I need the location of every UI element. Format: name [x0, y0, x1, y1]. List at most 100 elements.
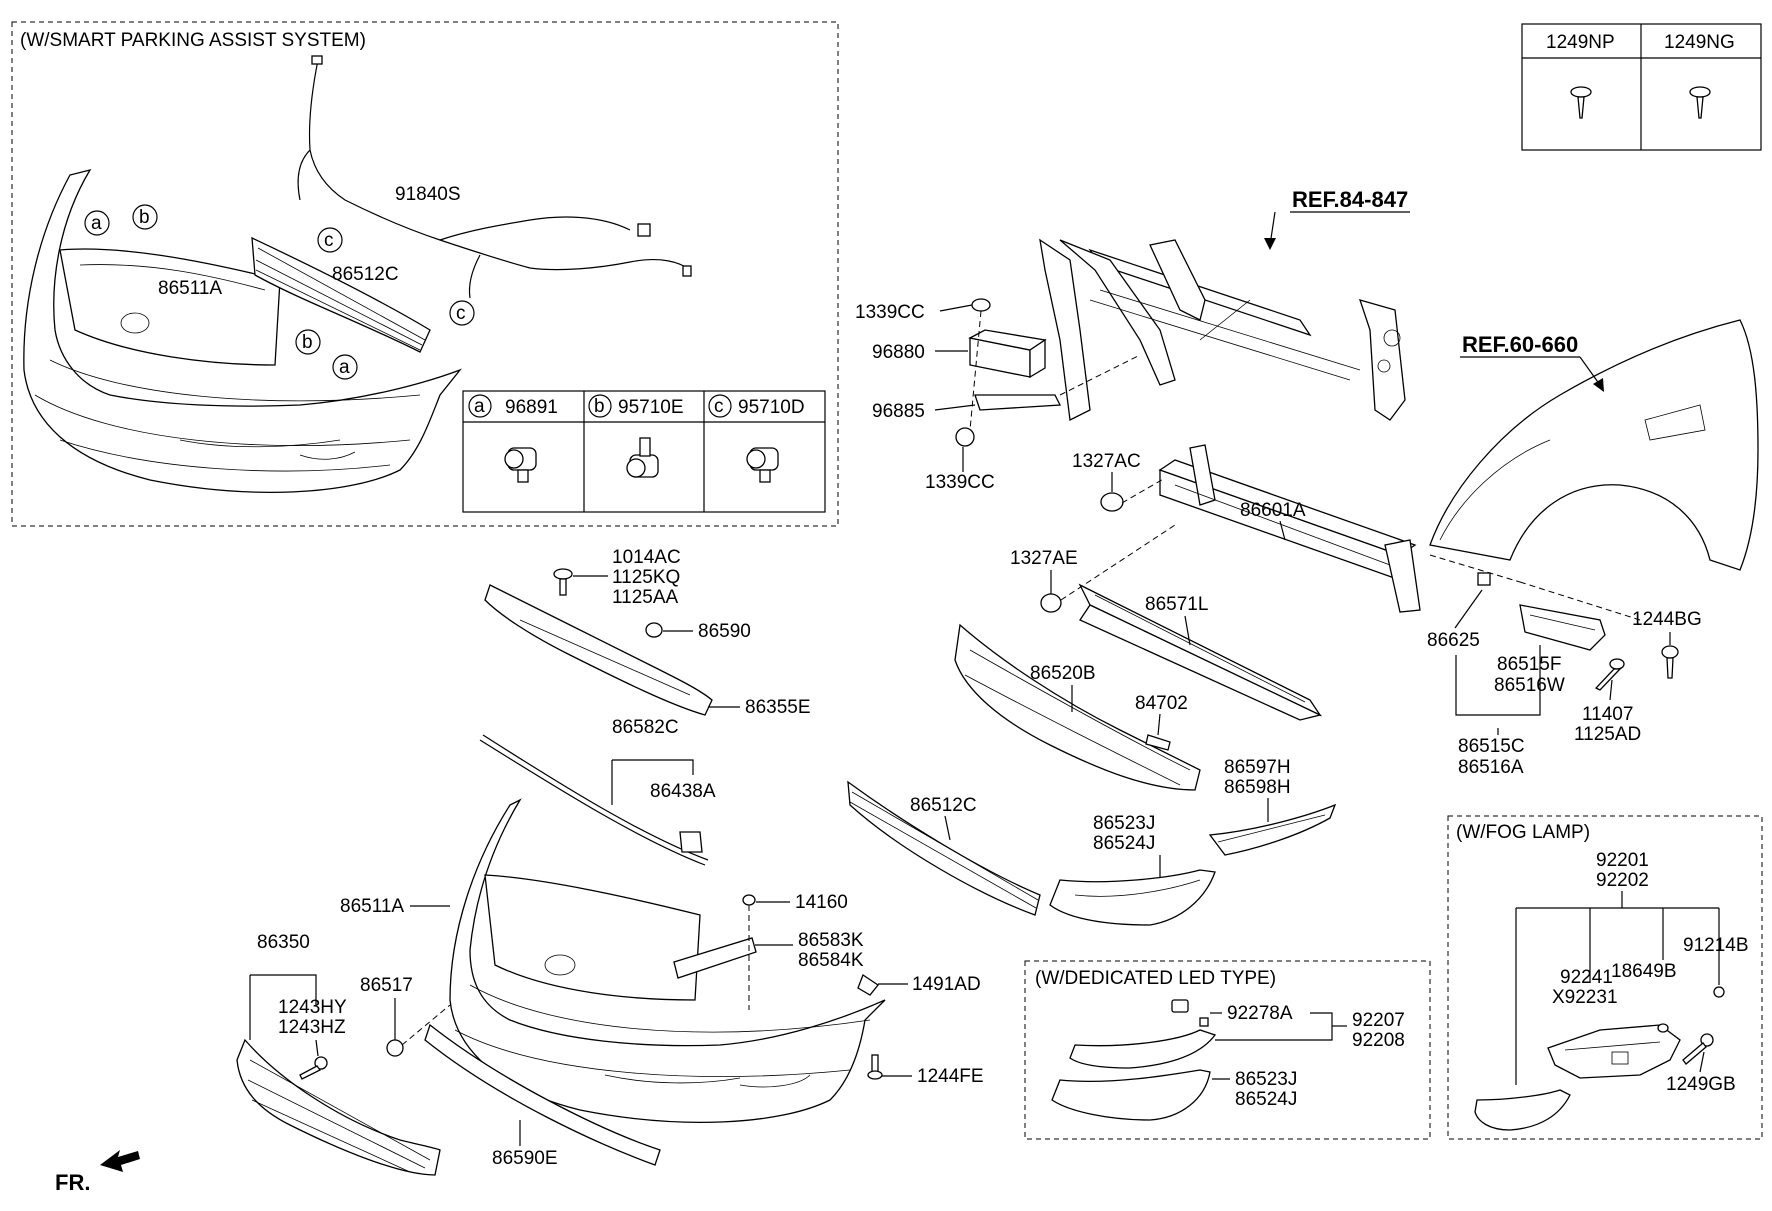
- bolt-1014AC-drawing: [553, 568, 573, 596]
- callout-a-1: a: [84, 210, 110, 236]
- smart-parking-frame: [11, 21, 839, 527]
- svg-text:c: c: [456, 303, 466, 324]
- front-frame-drawing: [1039, 238, 1406, 421]
- label-86523J-led: 86523J: [1235, 1069, 1297, 1090]
- screw-1243HY-drawing: [299, 1056, 328, 1080]
- label-86601A: 86601A: [1240, 500, 1306, 521]
- dedicated-led-title: (W/DEDICATED LED TYPE): [1035, 968, 1276, 989]
- label-1327AC: 1327AC: [1072, 451, 1141, 472]
- svg-text:c: c: [324, 230, 334, 251]
- label-86597H: 86597H: [1224, 757, 1291, 778]
- label-86582C: 86582C: [612, 717, 679, 738]
- label-86512C-main: 86512C: [910, 795, 977, 816]
- led-lamp-drawing: [1051, 999, 1217, 1121]
- ref-84-847: REF.84-847: [1292, 187, 1408, 212]
- label-1125AD: 1125AD: [1574, 724, 1641, 745]
- sensor-icon-b: [626, 437, 659, 478]
- label-1243HZ: 1243HZ: [278, 1017, 346, 1038]
- label-1014AC: 1014AC: [612, 547, 681, 568]
- label-18649B: 18649B: [1611, 961, 1677, 982]
- fog-lamp-title: (W/FOG LAMP): [1456, 822, 1590, 843]
- label-1339CC-bottom: 1339CC: [925, 472, 995, 493]
- label-86590: 86590: [698, 621, 751, 642]
- label-11407: 11407: [1582, 704, 1633, 725]
- label-86571L: 86571L: [1145, 594, 1208, 615]
- smart-parking-title: (W/SMART PARKING ASSIST SYSTEM): [20, 30, 366, 51]
- label-1491AD: 1491AD: [912, 974, 981, 995]
- svg-text:b: b: [302, 332, 313, 353]
- sensor-icon-c: [746, 447, 779, 483]
- label-86520B: 86520B: [1030, 663, 1096, 684]
- bumper-main-drawing: [449, 798, 886, 1123]
- label-92201: 92201: [1596, 850, 1649, 871]
- lamp-trim-86523J-drawing: [1049, 869, 1216, 926]
- label-84702: 84702: [1135, 693, 1188, 714]
- ref-84-847-arrow: [1264, 211, 1410, 250]
- label-1244BG: 1244BG: [1632, 609, 1702, 630]
- side-bracket-drawing: [1519, 604, 1679, 691]
- label-1244FE: 1244FE: [917, 1066, 984, 1087]
- label-86524J-main: 86524J: [1093, 833, 1155, 854]
- label-86350: 86350: [257, 932, 310, 953]
- label-92278A: 92278A: [1227, 1003, 1293, 1024]
- label-86590E: 86590E: [492, 1148, 558, 1169]
- label-1125AA: 1125AA: [612, 587, 679, 608]
- callout-b-2: b: [295, 329, 321, 355]
- label-86355E: 86355E: [745, 697, 811, 718]
- screw-icon-1249NG: [1689, 86, 1711, 119]
- svg-text:96891: 96891: [505, 397, 558, 418]
- label-91214B: 91214B: [1683, 935, 1749, 956]
- fender-drawing: [1429, 319, 1759, 621]
- svg-text:c: c: [714, 396, 724, 417]
- label-86598H: 86598H: [1224, 777, 1291, 798]
- absorber-86520B-drawing: [954, 623, 1201, 791]
- absorber-86571L-drawing: [1078, 583, 1322, 721]
- cover-86597H-drawing: [1208, 803, 1337, 856]
- label-86516A: 86516A: [1458, 757, 1524, 778]
- ref-60-660: REF.60-660: [1462, 332, 1578, 357]
- label-92202: 92202: [1596, 870, 1649, 891]
- front-direction-indicator: FR.: [55, 1150, 140, 1195]
- label-86584K: 86584K: [798, 950, 864, 971]
- label-14160: 14160: [795, 892, 848, 913]
- label-86524J-led: 86524J: [1235, 1089, 1297, 1110]
- ref-60-660-arrow: [1460, 356, 1604, 392]
- label-1249GB: 1249GB: [1666, 1074, 1736, 1095]
- fog-lamp-frame: [1447, 815, 1763, 1140]
- label-86517: 86517: [360, 975, 413, 996]
- svg-text:b: b: [594, 396, 605, 417]
- clip-86438A-drawing: [679, 831, 703, 853]
- label-86511A-inset: 86511A: [158, 278, 222, 299]
- screw-icon-1249NP: [1570, 86, 1592, 119]
- grille-main-drawing: [847, 780, 1041, 916]
- label-86625: 86625: [1427, 630, 1480, 651]
- svg-text:95710D: 95710D: [738, 397, 805, 418]
- label-96880: 96880: [872, 342, 925, 363]
- callout-c-1: c: [317, 227, 343, 253]
- svg-text:b: b: [139, 207, 150, 228]
- wiring-harness-drawing: [297, 55, 692, 299]
- label-86516W: 86516W: [1494, 675, 1565, 696]
- screw-table: 1249NP 1249NG: [1521, 23, 1762, 151]
- label-92208: 92208: [1352, 1030, 1405, 1051]
- callout-b-1: b: [132, 204, 158, 230]
- fr-label: FR.: [55, 1170, 90, 1195]
- label-86515F: 86515F: [1497, 654, 1561, 675]
- cap-86517-drawing: [386, 1004, 451, 1057]
- upper-cover-drawing: [484, 584, 713, 716]
- bracket-86583K-drawing: [673, 894, 883, 1080]
- lower-strip-drawing: [424, 1023, 661, 1166]
- lower-grille-drawing: [236, 1038, 441, 1176]
- label-X92231: X92231: [1552, 987, 1618, 1008]
- svg-text:1249NG: 1249NG: [1664, 32, 1735, 53]
- sensor-icon-a: [504, 447, 537, 483]
- label-92241: 92241: [1560, 967, 1613, 988]
- label-86583K: 86583K: [798, 930, 864, 951]
- grille-inset-drawing: [251, 236, 431, 353]
- svg-text:a: a: [474, 396, 485, 417]
- label-1327AE: 1327AE: [1010, 548, 1078, 569]
- label-86523J-main: 86523J: [1093, 813, 1155, 834]
- nut-86590-drawing: [645, 622, 663, 638]
- label-1243HY: 1243HY: [278, 997, 347, 1018]
